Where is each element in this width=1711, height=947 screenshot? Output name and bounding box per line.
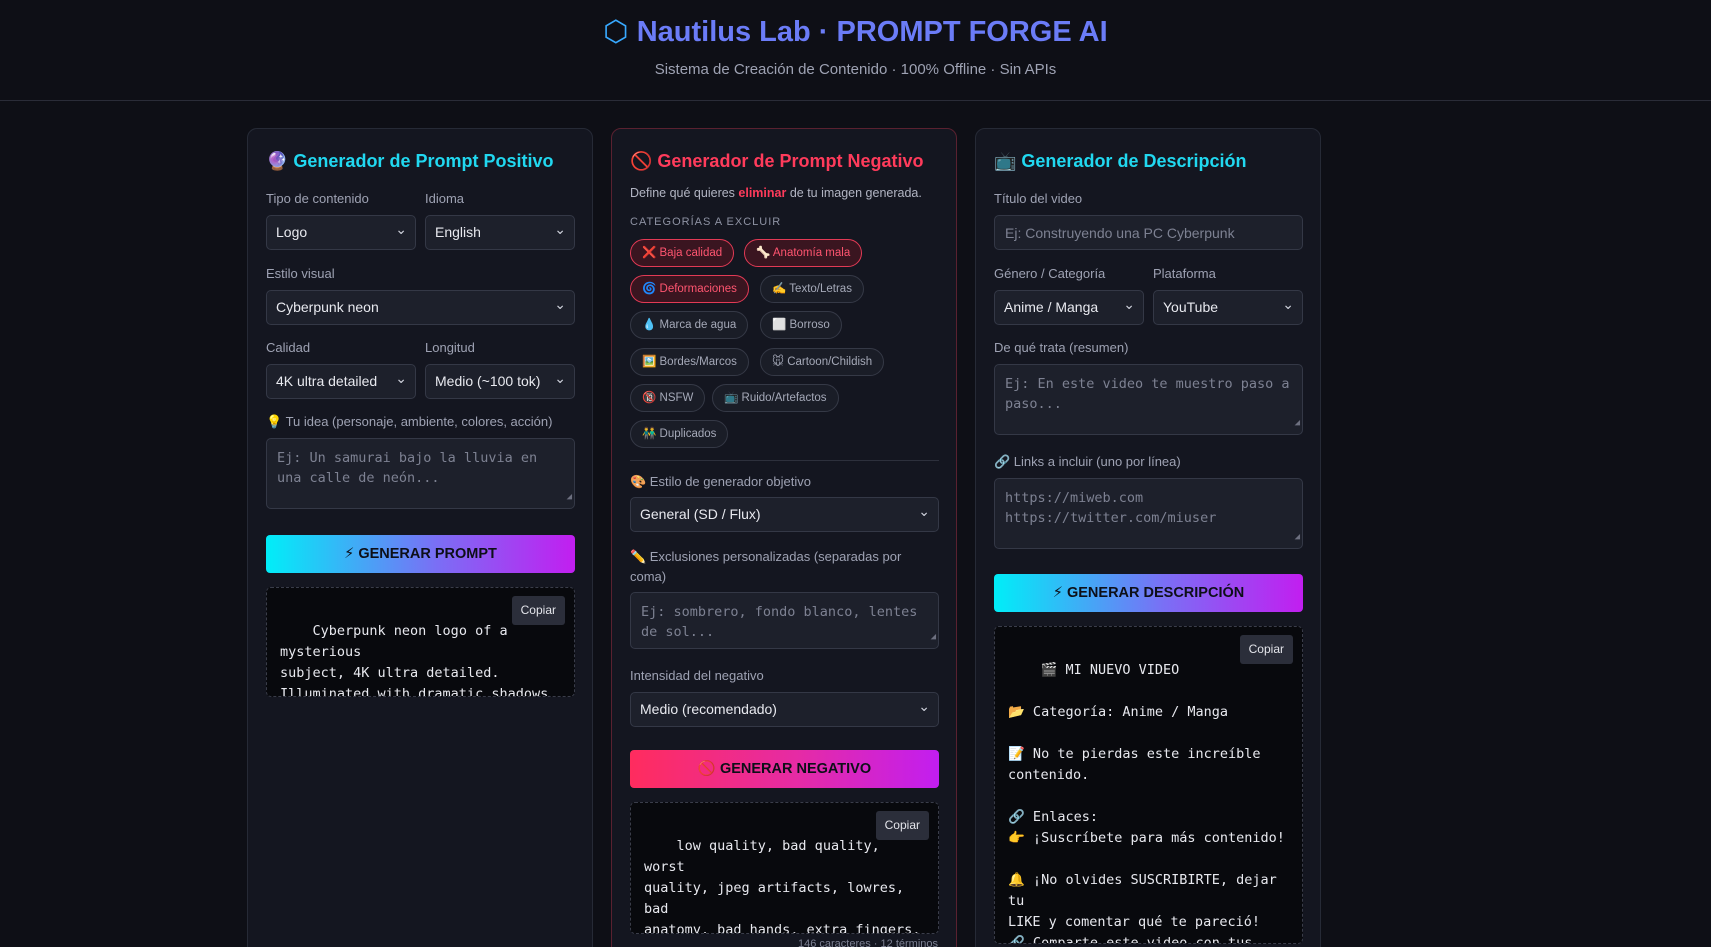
resize-grip-icon[interactable]: ◢ xyxy=(566,492,572,502)
chip-bordes-marcos[interactable]: 🖼️ Bordes/Marcos xyxy=(630,348,749,376)
platform-value: YouTube xyxy=(1163,299,1219,315)
video-title-input[interactable]: Ej: Construyendo una PC Cyberpunk xyxy=(994,215,1303,250)
positive-output-text: Cyberpunk neon logo of a mysterious subj… xyxy=(280,623,557,697)
idea-placeholder: Ej: Un samurai bajo la lluvia en una cal… xyxy=(277,450,538,486)
custom-exclusions-placeholder: Ej: sombrero, fondo blanco, lentes de so… xyxy=(641,604,918,640)
app-title: ⬡ Nautilus Lab · PROMPT FORGE AI xyxy=(0,14,1711,49)
content-type-select[interactable]: Logo xyxy=(266,215,416,250)
length-select[interactable]: Medio (~100 tok) xyxy=(425,364,575,399)
style-select[interactable]: Cyberpunk neon xyxy=(266,290,575,325)
copy-negative-button[interactable]: Copiar xyxy=(875,811,929,840)
divider xyxy=(630,460,939,461)
links-textarea[interactable]: https://miweb.com https://twitter.com/mi… xyxy=(994,478,1303,549)
chip-cartoon-childish[interactable]: 🐭 Cartoon/Childish xyxy=(760,348,885,376)
negative-output-text: low quality, bad quality, worst quality,… xyxy=(644,838,921,934)
positive-prompt-card: 🔮 Generador de Prompt Positivo Tipo de c… xyxy=(247,128,593,947)
desc-pre: Define qué quieres xyxy=(630,186,739,200)
description-output-text: 🎬 MI NUEVO VIDEO 📂 Categoría: Anime / Ma… xyxy=(1008,662,1285,944)
length-label: Longitud xyxy=(425,340,475,355)
categories-label: CATEGORÍAS A EXCLUIR xyxy=(630,216,782,228)
length-value: Medio (~100 tok) xyxy=(435,373,541,389)
chip-borroso[interactable]: ⬜ Borroso xyxy=(760,311,842,339)
summary-placeholder: Ej: En este video te muestro paso a paso… xyxy=(1005,376,1290,412)
negative-counter: 146 caracteres · 12 términos xyxy=(797,938,938,947)
negative-output: low quality, bad quality, worst quality,… xyxy=(630,802,939,934)
summary-textarea[interactable]: Ej: En este video te muestro paso a paso… xyxy=(994,364,1303,435)
custom-exclusions-label: ✏️ Exclusiones personalizadas (separadas… xyxy=(630,549,902,584)
idea-label: 💡 Tu idea (personaje, ambiente, colores,… xyxy=(266,414,553,429)
intensity-label: Intensidad del negativo xyxy=(630,668,764,683)
content-type-label: Tipo de contenido xyxy=(266,191,369,206)
gen-style-value: General (SD / Flux) xyxy=(640,506,761,522)
description-card-title: 📺 Generador de Descripción xyxy=(994,151,1247,171)
generate-description-button[interactable]: ⚡ GENERAR DESCRIPCIÓN xyxy=(994,574,1303,612)
quality-label: Calidad xyxy=(266,340,311,355)
summary-label: De qué trata (resumen) xyxy=(994,340,1129,355)
negative-prompt-card: 🚫 Generador de Prompt Negativo Define qu… xyxy=(611,128,957,947)
desc-post: de tu imagen generada. xyxy=(786,186,922,200)
genre-value: Anime / Manga xyxy=(1004,299,1099,315)
language-select[interactable]: English xyxy=(425,215,575,250)
style-label: Estilo visual xyxy=(266,266,335,281)
chip-anatomia-mala[interactable]: 🦴 Anatomía mala xyxy=(744,239,863,267)
idea-textarea[interactable]: Ej: Un samurai bajo la lluvia en una cal… xyxy=(266,438,575,509)
chip-ruido-artefactos[interactable]: 📺 Ruido/Artefactos xyxy=(712,384,839,412)
description-output: 🎬 MI NUEVO VIDEO 📂 Categoría: Anime / Ma… xyxy=(994,626,1303,944)
quality-value: 4K ultra detailed xyxy=(276,373,378,389)
video-title-placeholder: Ej: Construyendo una PC Cyberpunk xyxy=(1005,225,1235,241)
intensity-value: Medio (recomendado) xyxy=(640,701,777,717)
resize-grip-icon[interactable]: ◢ xyxy=(930,632,936,642)
chip-marca-de-agua[interactable]: 💧 Marca de agua xyxy=(630,311,749,339)
generate-prompt-button[interactable]: ⚡ GENERAR PROMPT xyxy=(266,535,575,573)
hexagon-icon: ⬡ xyxy=(603,16,629,48)
chip-baja-calidad[interactable]: ❌ Baja calidad xyxy=(630,239,735,267)
positive-output: Cyberpunk neon logo of a mysterious subj… xyxy=(266,587,575,697)
positive-card-title: 🔮 Generador de Prompt Positivo xyxy=(266,151,554,171)
content-type-value: Logo xyxy=(276,224,308,240)
links-placeholder: https://miweb.com https://twitter.com/mi… xyxy=(1005,490,1217,526)
negative-card-title: 🚫 Generador de Prompt Negativo xyxy=(630,151,924,171)
negative-description: Define qué quieres eliminar de tu imagen… xyxy=(630,186,922,200)
chip-texto-letras[interactable]: ✍️ Texto/Letras xyxy=(760,275,864,303)
desc-bold: eliminar xyxy=(738,186,787,200)
quality-select[interactable]: 4K ultra detailed xyxy=(266,364,416,399)
platform-label: Plataforma xyxy=(1153,266,1216,281)
language-value: English xyxy=(435,224,481,240)
links-label: 🔗 Links a incluir (uno por línea) xyxy=(994,454,1181,469)
style-value: Cyberpunk neon xyxy=(276,299,379,315)
platform-select[interactable]: YouTube xyxy=(1153,290,1303,325)
app-subtitle: Sistema de Creación de Contenido · 100% … xyxy=(654,61,1057,78)
chip-nsfw[interactable]: 🔞 NSFW xyxy=(630,384,706,412)
description-card: 📺 Generador de Descripción Título del vi… xyxy=(975,128,1321,947)
resize-grip-icon[interactable]: ◢ xyxy=(1294,532,1300,542)
video-title-label: Título del video xyxy=(994,191,1083,206)
language-label: Idioma xyxy=(425,191,465,206)
copy-description-button[interactable]: Copiar xyxy=(1239,635,1293,664)
custom-exclusions-textarea[interactable]: Ej: sombrero, fondo blanco, lentes de so… xyxy=(630,592,939,649)
chip-deformaciones[interactable]: 🌀 Deformaciones xyxy=(630,275,749,303)
generate-negative-button[interactable]: 🚫 GENERAR NEGATIVO xyxy=(630,750,939,788)
genre-label: Género / Categoría xyxy=(994,266,1106,281)
intensity-select[interactable]: Medio (recomendado) xyxy=(630,692,939,727)
gen-style-select[interactable]: General (SD / Flux) xyxy=(630,497,939,532)
resize-grip-icon[interactable]: ◢ xyxy=(1294,418,1300,428)
genre-select[interactable]: Anime / Manga xyxy=(994,290,1144,325)
copy-positive-button[interactable]: Copiar xyxy=(511,596,565,625)
chip-duplicados[interactable]: 👬 Duplicados xyxy=(630,420,729,448)
app-header: ⬡ Nautilus Lab · PROMPT FORGE AI Sistema… xyxy=(0,0,1711,101)
app-title-text: Nautilus Lab · PROMPT FORGE AI xyxy=(636,16,1108,48)
gen-style-label: 🎨 Estilo de generador objetivo xyxy=(630,474,811,489)
